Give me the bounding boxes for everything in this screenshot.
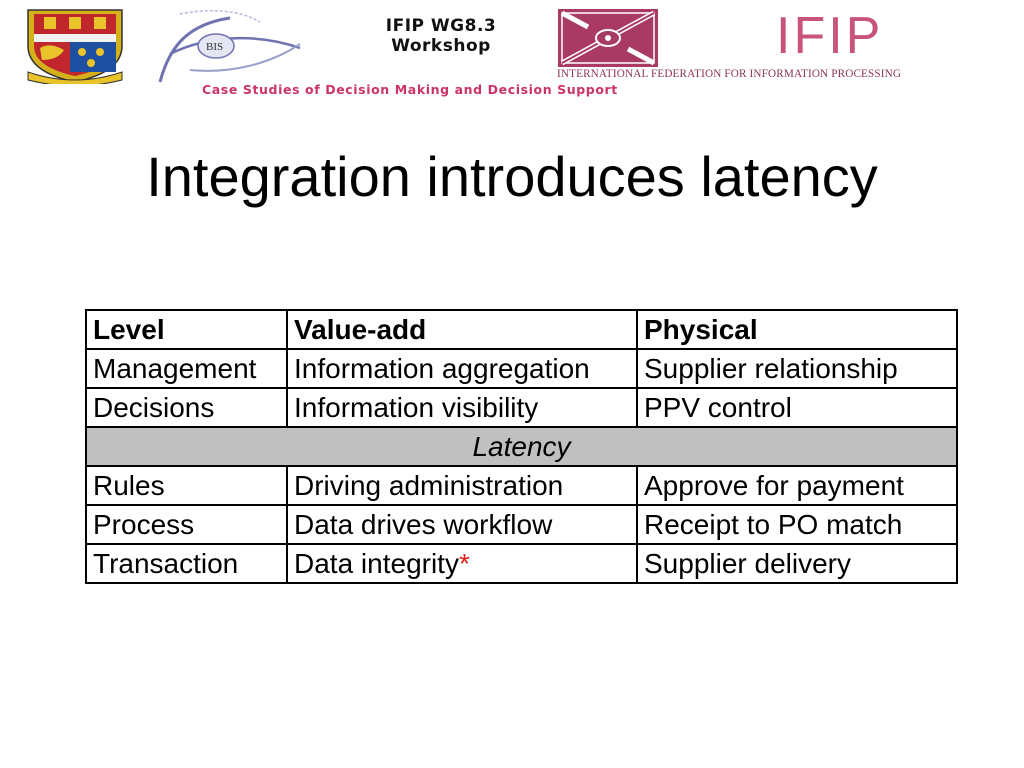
data-integrity-text: Data integrity xyxy=(294,548,459,579)
table-cell: Supplier relationship xyxy=(636,348,958,389)
table-row: Transaction Data integrity* Supplier del… xyxy=(85,543,958,584)
table-cell: Information aggregation xyxy=(286,348,638,389)
ifip-full-name: INTERNATIONAL FEDERATION FOR INFORMATION… xyxy=(557,68,902,80)
table-cell: Data drives workflow xyxy=(286,504,638,545)
table-cell: PPV control xyxy=(636,387,958,428)
slide-title: Integration introduces latency xyxy=(146,145,878,208)
ifip-emblem-icon xyxy=(558,9,658,67)
workshop-title-line2: Workshop xyxy=(391,36,491,56)
header-physical: Physical xyxy=(636,309,958,350)
table-cell: Receipt to PO match xyxy=(636,504,958,545)
table-cell: Decisions xyxy=(85,387,288,428)
table-cell: Supplier delivery xyxy=(636,543,958,584)
header-value-add: Value-add xyxy=(286,309,638,350)
workshop-title-line1: IFIP WG8.3 xyxy=(385,16,497,36)
header-level: Level xyxy=(85,309,288,350)
table-row: Process Data drives workflow Receipt to … xyxy=(85,504,958,545)
latency-label: Latency xyxy=(85,426,958,467)
table-cell: Driving administration xyxy=(286,465,638,506)
table-cell: Process xyxy=(85,504,288,545)
ifip-acronym: IFIP xyxy=(776,7,884,65)
svg-text:BIS: BIS xyxy=(206,41,223,53)
table-cell: Rules xyxy=(85,465,288,506)
header-banner: BIS IFIP WG8.3 Workshop IFIP INTERNATION… xyxy=(0,0,1024,104)
latency-table: Level Value-add Physical Management Info… xyxy=(85,309,958,584)
table-cell: Data integrity* xyxy=(286,543,638,584)
table-cell: Transaction xyxy=(85,543,288,584)
table-cell: Management xyxy=(85,348,288,389)
university-crest-icon xyxy=(27,9,123,84)
workshop-title: IFIP WG8.3 Workshop xyxy=(356,16,526,56)
table-cell: Approve for payment xyxy=(636,465,958,506)
latency-divider-row: Latency xyxy=(85,426,958,467)
bis-logo-icon: BIS xyxy=(158,10,301,83)
table-row: Decisions Information visibility PPV con… xyxy=(85,387,958,428)
table-row: Rules Driving administration Approve for… xyxy=(85,465,958,506)
footnote-marker: * xyxy=(458,548,470,579)
table-row: Management Information aggregation Suppl… xyxy=(85,348,958,389)
case-studies-subtitle: Case Studies of Decision Making and Deci… xyxy=(202,82,618,97)
table-cell: Information visibility xyxy=(286,387,638,428)
table-header-row: Level Value-add Physical xyxy=(85,309,958,350)
